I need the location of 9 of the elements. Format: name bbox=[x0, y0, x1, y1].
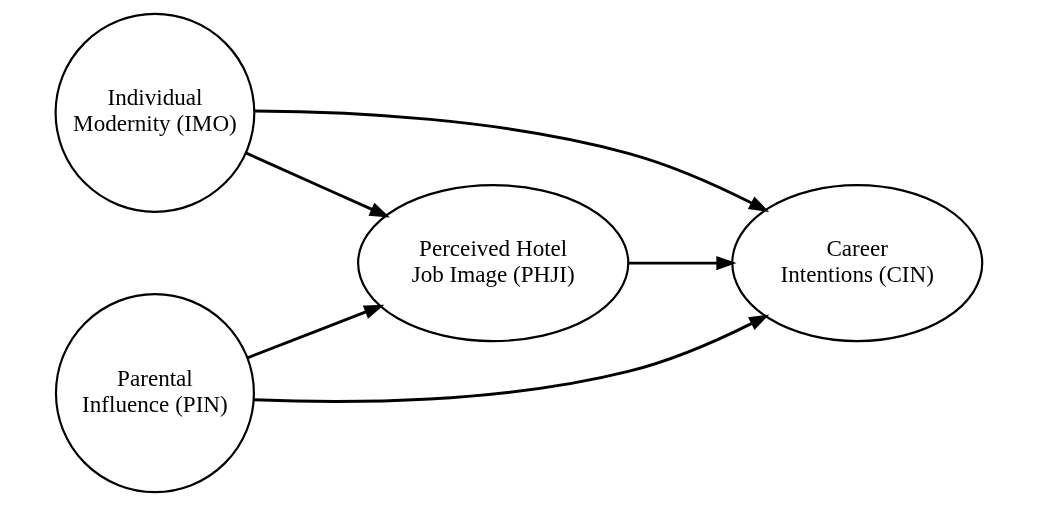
node-circle: Parental Influence (PIN) bbox=[54, 293, 255, 494]
node-ellipse: Career Intentions (CIN) bbox=[731, 184, 984, 343]
arrow bbox=[245, 151, 390, 218]
arrow bbox=[254, 109, 770, 213]
node-ellipse: Perceived Hotel Job Image (PHJI) bbox=[357, 184, 630, 343]
arrow bbox=[253, 314, 770, 403]
node-circle: Individual Modernity (IMO) bbox=[54, 12, 256, 213]
arrow bbox=[247, 304, 385, 360]
arrow bbox=[628, 256, 737, 271]
